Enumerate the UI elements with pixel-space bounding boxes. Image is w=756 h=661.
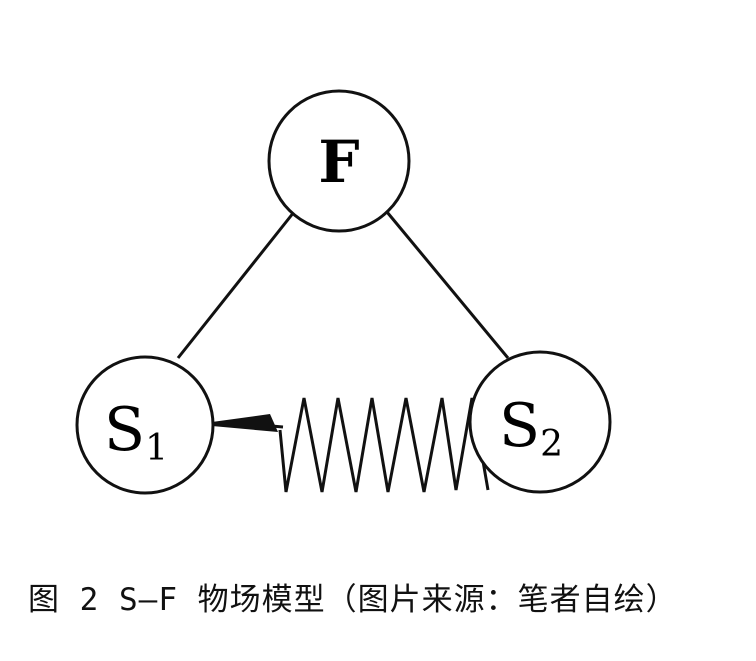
edge-f-s2 xyxy=(385,211,510,359)
figure-caption: 图 2 S—F 物场模型（图片来源：笔者自绘） xyxy=(28,582,678,618)
wavy-effect-line xyxy=(278,397,490,493)
node-f-label: F xyxy=(318,128,359,196)
node-s2: S2 xyxy=(468,350,612,494)
node-s2-label: S2 xyxy=(499,391,563,465)
node-s2-letter: S xyxy=(499,391,540,461)
node-s1-subscript: 1 xyxy=(145,428,168,469)
edge-f-s1 xyxy=(176,211,296,359)
node-s2-subscript: 2 xyxy=(540,424,563,465)
node-f: F xyxy=(267,89,411,233)
node-s1: S1 xyxy=(75,355,215,495)
effect-arrowhead xyxy=(212,414,278,432)
node-s1-letter: S xyxy=(104,395,145,465)
node-s2-circle xyxy=(468,350,612,494)
node-s1-label: S1 xyxy=(104,395,168,469)
node-f-circle xyxy=(267,89,411,233)
node-s1-circle xyxy=(75,355,215,495)
